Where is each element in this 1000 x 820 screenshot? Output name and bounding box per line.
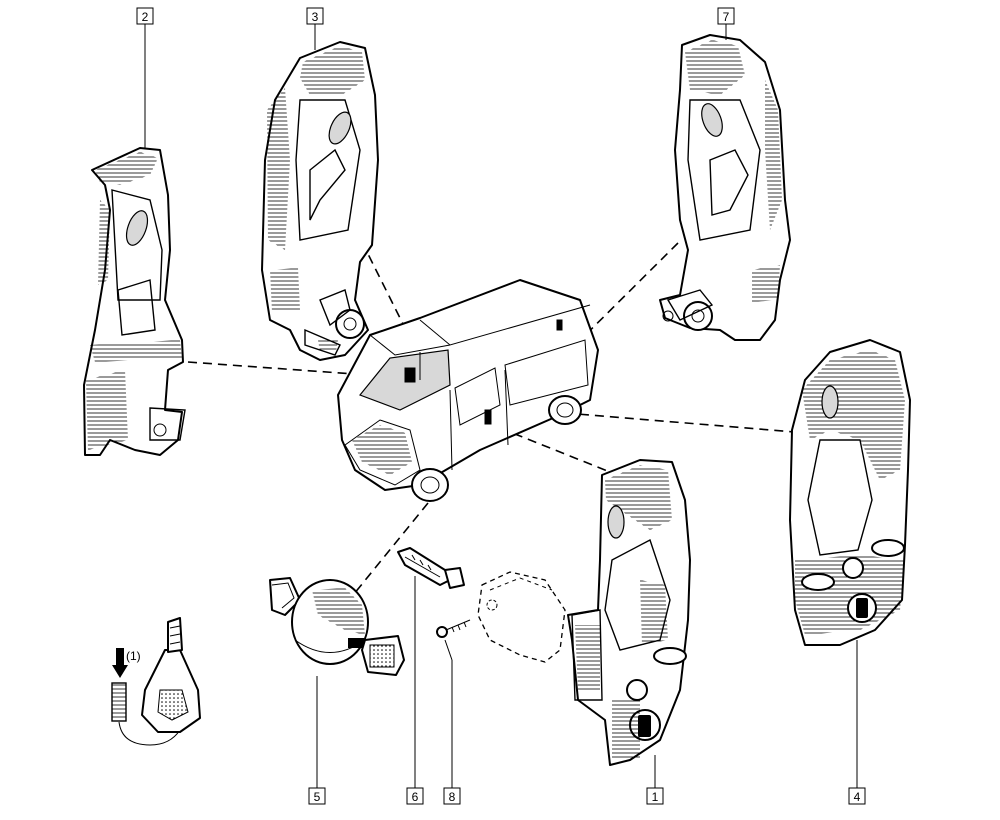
callout-3-label: 3 <box>312 10 319 24</box>
callout-1-label: 1 <box>652 790 659 804</box>
part-1-handle <box>567 459 691 766</box>
callout-8: 8 <box>443 787 461 805</box>
remote-key-fob: (1) <box>111 617 201 746</box>
ghost-remote-key <box>477 571 566 663</box>
callout-6-label: 6 <box>412 790 419 804</box>
callout-5: 5 <box>308 787 326 805</box>
part-5-fuel-cap <box>269 577 405 676</box>
remote-key-note: (1) <box>126 649 141 663</box>
dash-line-part4 <box>564 412 796 433</box>
dash-line-part2 <box>187 361 369 376</box>
callout-5-label: 5 <box>314 790 321 804</box>
dash-line-part5 <box>344 502 429 606</box>
part-2-handle <box>83 147 186 456</box>
part-4-handle <box>789 339 911 646</box>
van-illustration <box>337 279 599 502</box>
callout-3: 3 <box>306 7 324 25</box>
callout-2: 2 <box>136 7 154 25</box>
callout-leaders <box>144 24 858 788</box>
callout-6: 6 <box>406 787 424 805</box>
callout-4: 4 <box>848 787 866 805</box>
callout-4-label: 4 <box>854 790 861 804</box>
dash-line-part1 <box>499 427 611 473</box>
part-6-key <box>397 547 465 589</box>
part-7-handle <box>659 34 791 341</box>
callout-8-label: 8 <box>449 790 456 804</box>
callout-7: 7 <box>717 7 735 25</box>
part-3-handle <box>261 41 379 361</box>
part-8-screw <box>436 619 471 638</box>
callout-2-label: 2 <box>142 10 149 24</box>
callout-7-label: 7 <box>723 10 730 24</box>
callout-1: 1 <box>646 787 664 805</box>
arrow-down-icon <box>112 665 128 678</box>
